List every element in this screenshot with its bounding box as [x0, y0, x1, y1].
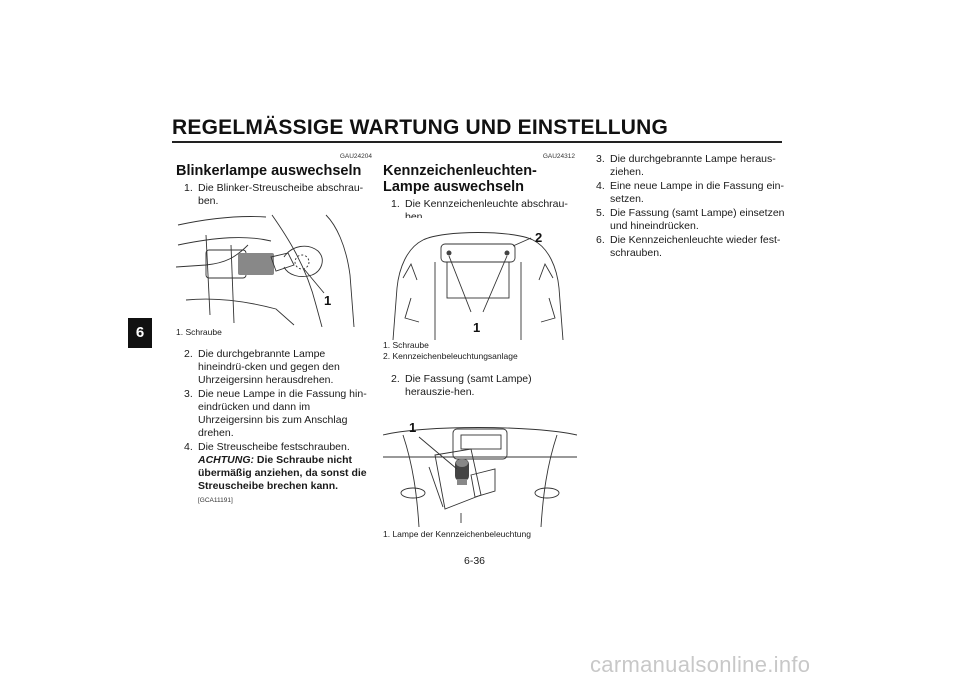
watermark: carmanualsonline.info	[590, 652, 811, 677]
left-column: GAU24204 Blinkerlampe auswechseln 1. Die…	[176, 150, 372, 209]
step-number: 6.	[596, 234, 605, 246]
step-number: 2.	[184, 348, 193, 360]
callout-1: 1	[409, 420, 416, 435]
step-text: Die Kennzeichenleuchte wieder fest-schra…	[610, 234, 781, 259]
chapter-tab: 6	[128, 318, 152, 348]
caption-item: 2. Kennzeichenbeleuchtungsanlage	[383, 351, 518, 361]
warning-block: ACHTUNG: Die Schraube nicht übermäßig an…	[198, 454, 370, 507]
middle-column: GAU24312 Kennzeichenleuchten-Lampe auswe…	[383, 150, 575, 225]
license-light-figure: 2 1	[383, 218, 577, 340]
caption-item: 1. Schraube	[383, 340, 429, 350]
step-text: Die neue Lampe in die Fassung hin-eindrü…	[198, 388, 367, 439]
step-number: 4.	[596, 180, 605, 192]
step-item: 3. Die neue Lampe in die Fassung hin-ein…	[184, 388, 370, 440]
warning-text: Die Schraube nicht übermäßig anziehen, d…	[198, 454, 367, 492]
section-code: GAU24312	[542, 153, 575, 160]
figure-caption: 1. Schraube	[176, 327, 222, 338]
steps-list: 3. Die durchgebrannte Lampe heraus-ziehe…	[596, 153, 786, 260]
step-text: Eine neue Lampe in die Fassung ein-setze…	[610, 180, 784, 205]
step-text: Die durchgebrannte Lampe heraus-ziehen.	[610, 153, 776, 178]
callout-2: 2	[535, 230, 542, 245]
step-item: 6. Die Kennzeichenleuchte wieder fest-sc…	[596, 234, 786, 260]
step-item: 5. Die Fassung (samt Lampe) einsetzen un…	[596, 207, 786, 233]
section-code: GAU24204	[339, 153, 372, 160]
warning-code: [GCA11191]	[198, 497, 233, 504]
step-number: 5.	[596, 207, 605, 219]
turn-signal-figure: 1	[176, 205, 370, 327]
callout-1: 1	[473, 320, 480, 335]
caption-item: 1. Schraube	[176, 327, 222, 337]
steps-list: 2. Die durchgebrannte Lampe hineindrü-ck…	[184, 348, 370, 507]
step-number: 1.	[184, 182, 193, 194]
figure-caption: 1. Schraube 2. Kennzeichenbeleuchtungsan…	[383, 340, 518, 362]
step-item: 2. Die Fassung (samt Lampe) herauszie-he…	[391, 373, 575, 399]
step-text: Die Streuscheibe festschrauben.	[198, 441, 350, 453]
step-item: 1. Die Blinker-Streuscheibe abschrau-ben…	[184, 182, 372, 208]
right-column: 3. Die durchgebrannte Lampe heraus-ziehe…	[596, 153, 786, 261]
step-number: 3.	[596, 153, 605, 165]
step-text: Die durchgebrannte Lampe hineindrü-cken …	[198, 348, 340, 386]
step-item: 4. Eine neue Lampe in die Fassung ein-se…	[596, 180, 786, 206]
step-item: 2. Die durchgebrannte Lampe hineindrü-ck…	[184, 348, 370, 387]
lamp-socket-figure: 1	[383, 405, 577, 527]
section-heading-license-light: Kennzeichenleuchten-Lampe auswechseln	[383, 163, 537, 195]
step-number: 3.	[184, 388, 193, 400]
figure-caption: 1. Lampe der Kennzeichenbeleuchtung	[383, 529, 531, 540]
page-title: REGELMÄSSIGE WARTUNG UND EINSTELLUNG	[172, 116, 669, 139]
step-text: Die Fassung (samt Lampe) einsetzen und h…	[610, 207, 785, 232]
step-item: 4. Die Streuscheibe festschrauben. ACHTU…	[184, 441, 370, 507]
warning-label: ACHTUNG:	[198, 454, 254, 466]
title-divider	[172, 141, 782, 143]
steps-list: 2. Die Fassung (samt Lampe) herauszie-he…	[391, 373, 575, 399]
callout-1: 1	[324, 293, 331, 308]
step-number: 2.	[391, 373, 400, 385]
step-number: 1.	[391, 198, 400, 210]
left-steps-continued: 2. Die durchgebrannte Lampe hineindrü-ck…	[184, 348, 370, 508]
step-text: Die Blinker-Streuscheibe abschrau-ben.	[198, 182, 364, 207]
steps-list: 1. Die Blinker-Streuscheibe abschrau-ben…	[176, 182, 372, 208]
step-item: 3. Die durchgebrannte Lampe heraus-ziehe…	[596, 153, 786, 179]
step-number: 4.	[184, 441, 193, 453]
step-text: Die Fassung (samt Lampe) herauszie-hen.	[405, 373, 532, 398]
section-heading-turn-signal: Blinkerlampe auswechseln	[176, 163, 362, 179]
page-number: 6-36	[464, 555, 486, 567]
middle-steps-continued: 2. Die Fassung (samt Lampe) herauszie-he…	[391, 373, 575, 400]
caption-item: 1. Lampe der Kennzeichenbeleuchtung	[383, 529, 531, 539]
